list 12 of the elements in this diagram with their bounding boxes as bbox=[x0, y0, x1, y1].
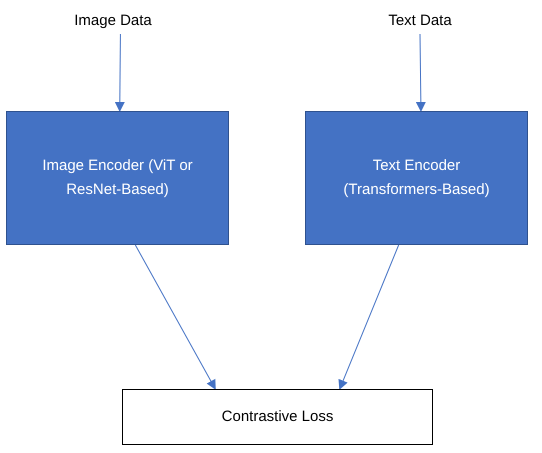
node-label: Text Encoder (Transformers-Based) bbox=[342, 156, 491, 200]
node-label: Contrastive Loss bbox=[222, 407, 334, 427]
arrow bbox=[338, 244, 400, 390]
loss-box bbox=[122, 389, 433, 445]
node-label: Image Data bbox=[74, 11, 152, 31]
encoder-box bbox=[6, 111, 229, 245]
encoder-box bbox=[305, 111, 528, 245]
arrow bbox=[114, 34, 125, 112]
arrow bbox=[416, 34, 426, 112]
node-label: Image Encoder (ViT or ResNet-Based) bbox=[41, 156, 194, 200]
node-label: Text Data bbox=[388, 11, 452, 31]
arrow bbox=[134, 244, 216, 390]
